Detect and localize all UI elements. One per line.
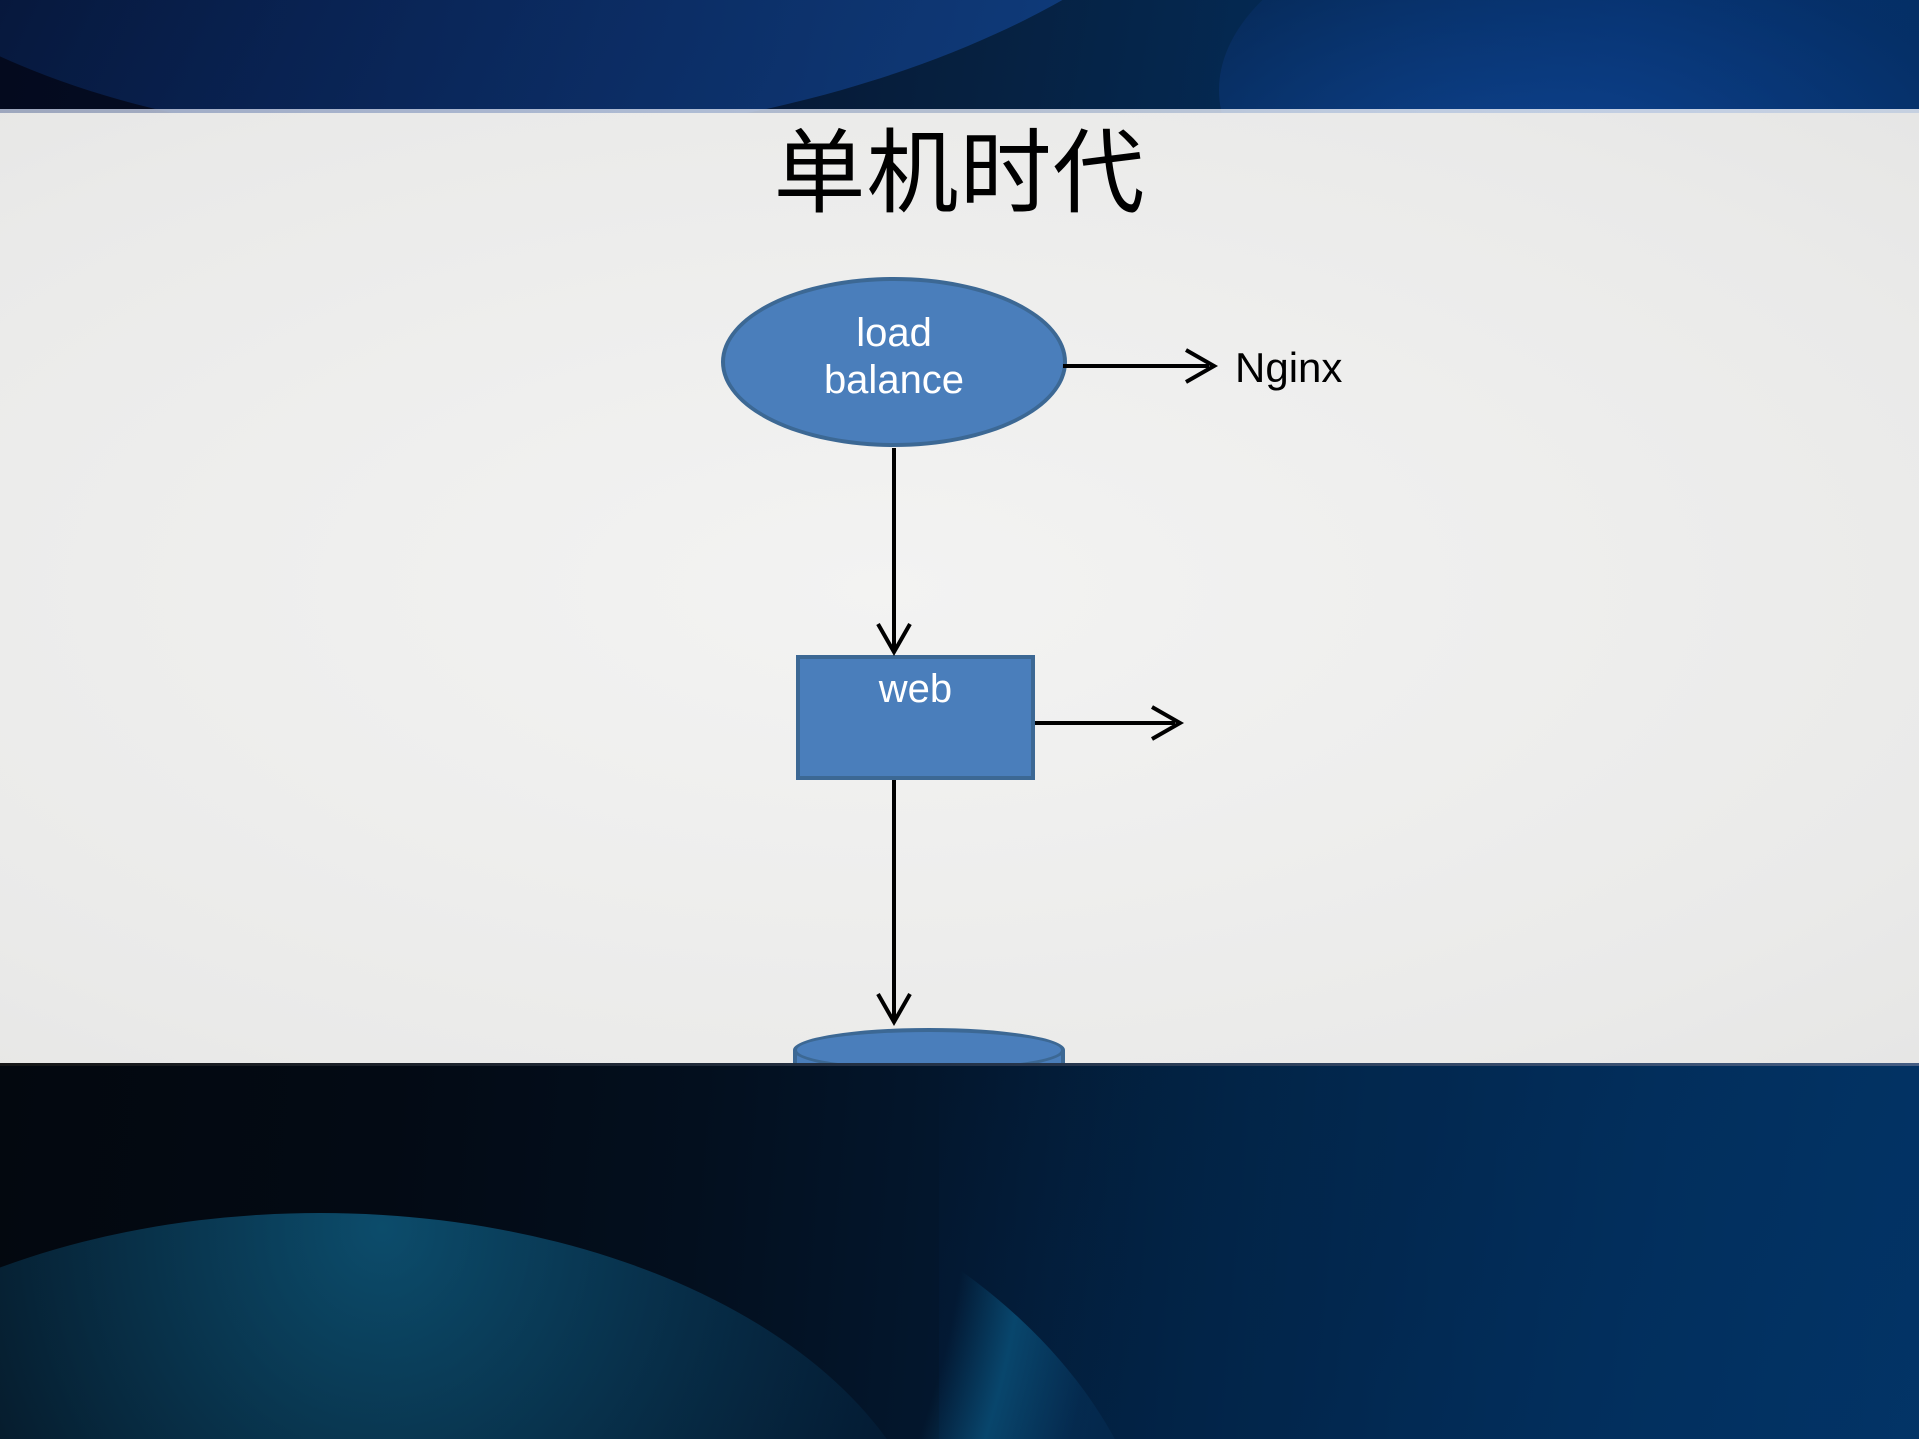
diagram-node-load-balance[interactable] [721,277,1067,447]
diagram-side-label-nginx: Nginx [1235,344,1343,391]
bottom-banner-divider-line [0,1063,1919,1066]
diagram-node-web[interactable] [796,655,1035,780]
top-banner-glow-decoration [1219,0,1919,113]
top-banner-swoosh-decoration [0,0,1305,113]
slide-bottom-banner [0,1063,1919,1439]
slide-content-area [0,113,1919,1063]
top-banner-divider-line [0,109,1919,113]
slide-top-banner [0,0,1919,113]
slide-title: 单机时代 [773,120,1146,227]
bottom-banner-right-gradient [939,1063,1919,1439]
